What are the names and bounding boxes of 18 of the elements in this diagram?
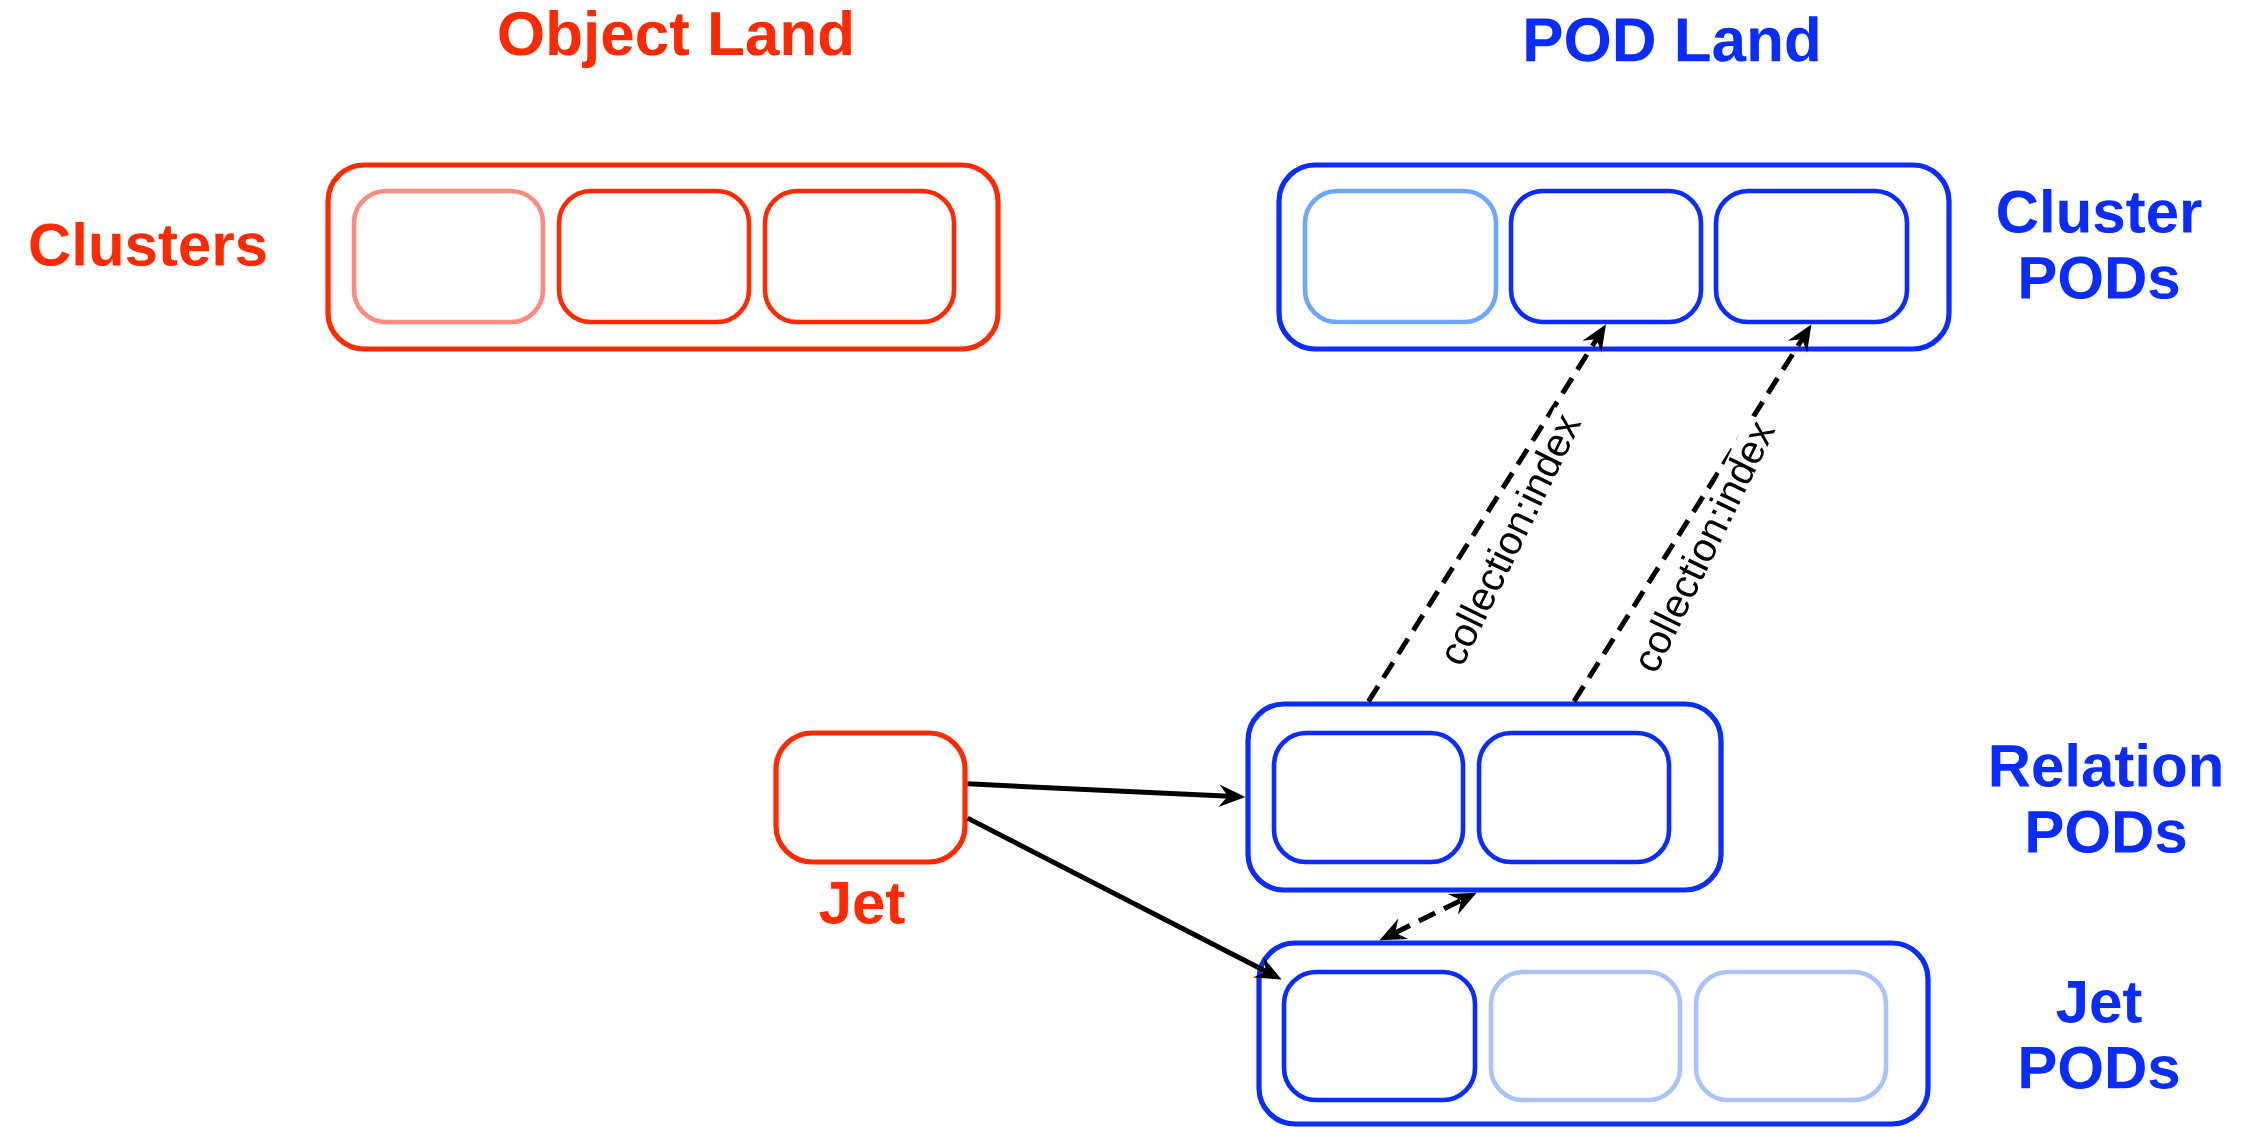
- heading: Jet: [819, 882, 905, 924]
- slot-box: [1693, 969, 1889, 1103]
- slot-box: [762, 188, 957, 325]
- slot-box: [1476, 730, 1672, 865]
- slot-box: [1281, 969, 1478, 1103]
- slot-box: [1488, 969, 1683, 1103]
- heading: Relation PODs: [1991, 742, 2221, 854]
- heading: Clusters: [30, 221, 266, 267]
- section-title: Object Land: [499, 10, 851, 68]
- section-title: POD Land: [1526, 16, 1818, 62]
- slot-box: [1271, 730, 1466, 865]
- slot-box: [1713, 188, 1910, 325]
- slot-box: [1302, 188, 1499, 325]
- slot-box: [556, 188, 752, 325]
- heading: Jet PODs: [2021, 981, 2179, 1089]
- slot-box: [351, 188, 546, 325]
- heading: Cluster PODs: [1998, 188, 2202, 300]
- slot-box: [1508, 188, 1704, 325]
